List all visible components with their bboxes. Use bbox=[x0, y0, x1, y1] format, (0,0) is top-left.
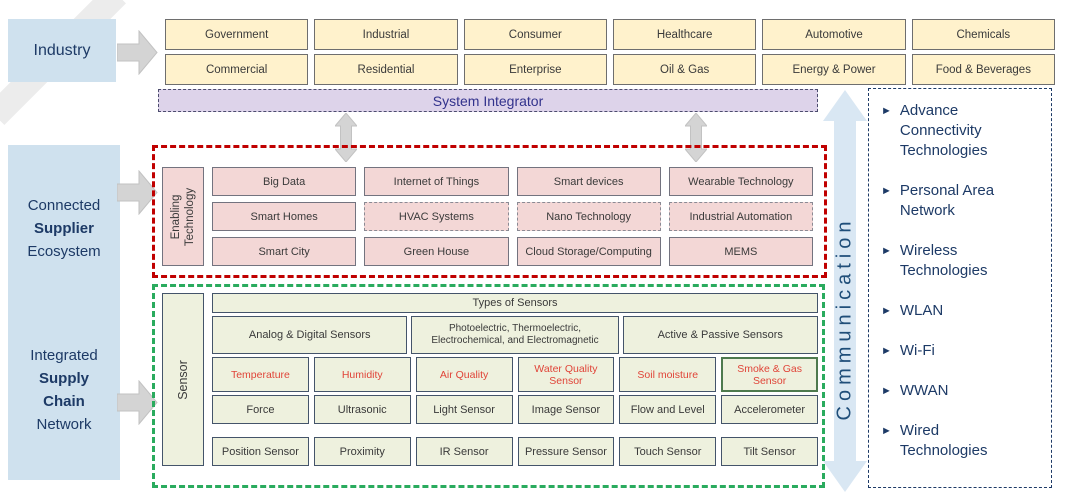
sensor-type-box: Smoke & Gas Sensor bbox=[721, 357, 818, 392]
right-arrow-icon bbox=[116, 29, 158, 76]
connectivity-technologies-list: ► Advance Connectivity Technologies ► Perso… bbox=[868, 88, 1052, 488]
enabling-technology-side-label: Enabling Technology bbox=[162, 167, 204, 266]
sensor-type-box: Touch Sensor bbox=[619, 437, 717, 466]
triangle-bullet-icon: ► bbox=[881, 305, 892, 317]
industry-box: Enterprise bbox=[463, 54, 607, 85]
enabling-tech-box: Big Data bbox=[212, 167, 357, 196]
connectivity-item-label: Wi-Fi bbox=[899, 342, 935, 359]
right-arrow-icon bbox=[116, 379, 158, 426]
connectivity-item: ► Wi-Fi bbox=[881, 341, 1043, 361]
connectivity-item-label: Advance Connectivity Technologies bbox=[899, 102, 988, 159]
connectivity-item-label: WWAN bbox=[899, 382, 949, 399]
sensor-type-box: Position Sensor bbox=[212, 437, 309, 466]
sensor-type-box: Force bbox=[212, 395, 309, 424]
sensor-type-box: Air Quality bbox=[415, 357, 513, 392]
enabling-tech-box: Wearable Technology bbox=[668, 167, 813, 196]
supplier-ecosystem-line: Supplier bbox=[33, 220, 94, 237]
types-of-sensors-header: Types of Sensors bbox=[212, 293, 818, 313]
industry-box: Food & Beverages bbox=[911, 54, 1055, 85]
triangle-bullet-icon: ► bbox=[881, 425, 892, 437]
system-integrator-bar: System Integrator bbox=[158, 89, 818, 112]
sensor-type-box: Accelerometer bbox=[721, 395, 818, 424]
enabling-tech-box: Smart Homes bbox=[212, 202, 357, 231]
enabling-tech-box: Nano Technology bbox=[516, 202, 661, 231]
sensor-type-box: Humidity bbox=[313, 357, 411, 392]
sensor-label-text: Sensor bbox=[175, 359, 190, 400]
industry-box: Consumer bbox=[463, 19, 607, 50]
enabling-tech-box: Green House bbox=[364, 237, 509, 266]
sensor-type-box: Water Quality Sensor bbox=[517, 357, 615, 392]
industry-panel-label: Industry bbox=[8, 19, 116, 82]
supply-chain-line: Chain bbox=[43, 393, 85, 410]
industry-box: Oil & Gas bbox=[612, 54, 757, 85]
triangle-bullet-icon: ► bbox=[881, 245, 892, 257]
industry-box: Industrial bbox=[314, 19, 458, 50]
connectivity-item: ► WLAN bbox=[881, 301, 1043, 321]
enabling-tech-box: Smart City bbox=[212, 237, 357, 266]
communication-arrow-icon bbox=[823, 90, 867, 492]
connectivity-item: ► Advance Connectivity Technologies bbox=[881, 101, 1043, 161]
right-arrow-icon bbox=[116, 169, 158, 216]
sensor-side-label: Sensor bbox=[162, 293, 204, 466]
connectivity-item-label: Wireless Technologies bbox=[899, 242, 988, 279]
sensor-category-box: Photoelectric, Thermoelectric, Electroch… bbox=[411, 316, 619, 354]
enabling-tech-box: Smart devices bbox=[516, 167, 661, 196]
sensor-category-box: Analog & Digital Sensors bbox=[212, 316, 408, 354]
supplier-ecosystem-line: Ecosystem bbox=[27, 243, 101, 260]
sensor-type-box: Tilt Sensor bbox=[721, 437, 818, 466]
sensor-section-frame bbox=[152, 284, 825, 488]
sensor-type-box: Temperature bbox=[212, 357, 309, 392]
enabling-tech-box: MEMS bbox=[668, 237, 813, 266]
enabling-technology-frame bbox=[152, 145, 827, 278]
connectivity-item: ► Wireless Technologies bbox=[881, 241, 1043, 281]
enabling-technology-label-text: Enabling Technology bbox=[170, 187, 196, 246]
supply-chain-line: Supply bbox=[38, 370, 89, 387]
industry-box: Government bbox=[165, 19, 309, 50]
sensor-type-box: Soil moisture bbox=[619, 357, 717, 392]
sensor-type-box: Pressure Sensor bbox=[517, 437, 615, 466]
enabling-tech-box: Cloud Storage/Computing bbox=[516, 237, 661, 266]
sensor-type-box: Ultrasonic bbox=[313, 395, 411, 424]
enabling-tech-box: Industrial Automation bbox=[668, 202, 813, 231]
triangle-bullet-icon: ► bbox=[881, 185, 892, 197]
sensor-type-box: Image Sensor bbox=[517, 395, 615, 424]
triangle-bullet-icon: ► bbox=[881, 105, 892, 117]
enabling-tech-box: HVAC Systems bbox=[364, 202, 509, 231]
industry-box: Automotive bbox=[762, 19, 906, 50]
connectivity-item-label: WLAN bbox=[899, 302, 944, 319]
connectivity-item: ► Personal Area Network bbox=[881, 181, 1043, 221]
connectivity-item: ► Wired Technologies bbox=[881, 421, 1043, 461]
supplier-ecosystem-line: Connected bbox=[27, 197, 101, 214]
industry-box: Chemicals bbox=[911, 19, 1055, 50]
sensor-type-box: Proximity bbox=[313, 437, 411, 466]
industry-box: Residential bbox=[314, 54, 458, 85]
sensor-type-box: Light Sensor bbox=[415, 395, 513, 424]
connectivity-item: ► WWAN bbox=[881, 381, 1043, 401]
sensor-category-box: Active & Passive Sensors bbox=[622, 316, 818, 354]
supply-chain-line: Network bbox=[36, 416, 92, 433]
industry-box: Commercial bbox=[165, 54, 309, 85]
triangle-bullet-icon: ► bbox=[881, 345, 892, 357]
industry-box: Energy & Power bbox=[762, 54, 906, 85]
communication-label: Communication bbox=[833, 120, 857, 500]
enabling-tech-box: Internet of Things bbox=[364, 167, 509, 196]
triangle-bullet-icon: ► bbox=[881, 385, 892, 397]
sensor-type-box: IR Sensor bbox=[415, 437, 513, 466]
connectivity-item-label: Wired Technologies bbox=[899, 422, 988, 459]
supply-chain-line: Integrated bbox=[30, 347, 98, 364]
sensor-type-box: Flow and Level bbox=[619, 395, 717, 424]
communication-label-text: Communication bbox=[833, 216, 856, 420]
industry-box: Healthcare bbox=[612, 19, 757, 50]
connectivity-item-label: Personal Area Network bbox=[899, 182, 995, 219]
